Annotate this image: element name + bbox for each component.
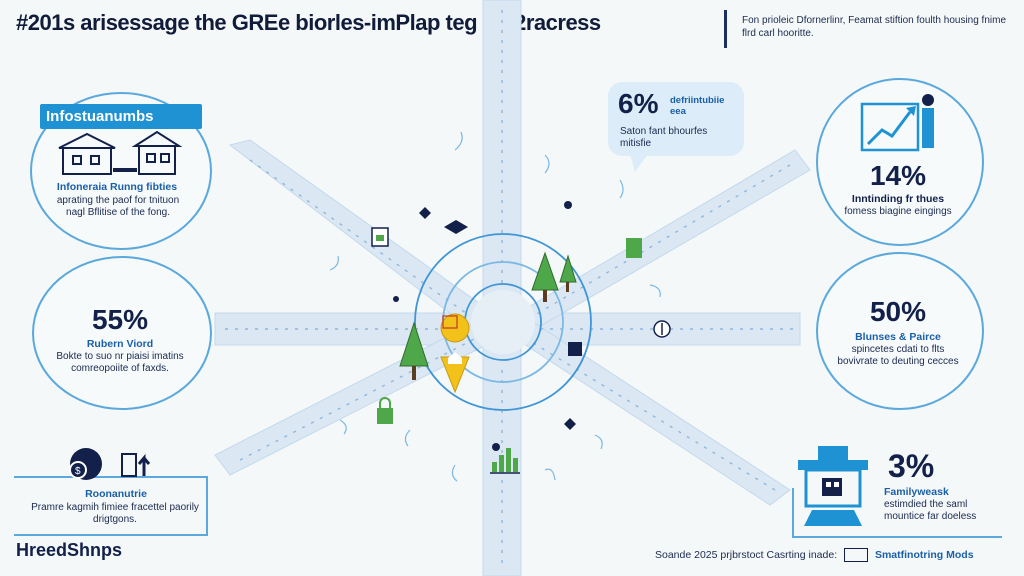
center-stat-bubble [608, 82, 744, 156]
title-divider [724, 10, 727, 48]
stat-50: 50% [869, 296, 927, 327]
desc-50: spincetes cdati to flts bovivrate to deu… [837, 344, 959, 367]
ring-outer [414, 233, 592, 411]
label-center-bubble: defriintubiie eea [670, 95, 725, 117]
svg-text:$: $ [75, 466, 81, 477]
card-right-bottom-frame [792, 488, 1002, 538]
money-bag-icon: $ [69, 448, 151, 480]
footer-source-prefix: Soande 2025 prjbrstoct Casrting inade: [655, 548, 838, 561]
card-left-bottom-frame [14, 476, 208, 536]
road-vertical [482, 0, 522, 576]
desc-center-bubble: Saton fant bhourfes mitisfie [620, 126, 708, 149]
stat-55: 55% [91, 304, 149, 335]
office-building-icon [798, 446, 868, 526]
desc-rubern: Bokte to suo nr piaisi imatins comreopoi… [56, 351, 184, 374]
card-55-percent [32, 256, 212, 410]
footer-source-brand: Smatfinotring Mods [874, 548, 974, 561]
stat-3: 3% [888, 448, 935, 484]
label-roonanutrie: Roonanutrie [85, 488, 147, 500]
houses-icon [58, 130, 183, 175]
card-label-housing: Infoneraia Runng fibties [56, 181, 178, 193]
small-map-icons [371, 201, 671, 451]
label-50: Blunses & Pairce [855, 331, 941, 343]
label-3: Familyweask [884, 486, 949, 498]
card-50-percent [816, 252, 984, 410]
desc-14: fomess biagine eingings [844, 206, 952, 217]
label-14: Inntinding fr thues [851, 193, 945, 205]
desc-roonanutrie: Pramre kagmih fimiee fracettel paorily d… [31, 502, 199, 525]
bubble-tail [629, 150, 651, 172]
label-rubern: Rubern Viord [86, 338, 154, 350]
card-14-percent [816, 78, 984, 246]
stat-6: 6% [618, 88, 659, 119]
desc-3: estimdied the saml mountice far doeless [884, 499, 977, 522]
road-diag-upper-right [509, 149, 811, 336]
footer-source: Soande 2025 prjbrstoct Casrting inade: S… [655, 548, 974, 562]
growth-chart-icon [860, 94, 934, 152]
stat-14: 14% [869, 160, 927, 191]
card-header-infonumbers: Infostuanumbs [40, 104, 202, 129]
footer-brand: HreedShnps [16, 540, 123, 560]
road-diag-upper-left [228, 139, 501, 337]
footer-source-icon [844, 548, 869, 562]
card-desc-housing: aprating the paof for tnituon nagl Bflit… [56, 195, 180, 218]
page-subtitle: Fon prioleic Dfornerlinr, Feamat stiftio… [742, 15, 1007, 39]
bar-chart-icon [490, 448, 520, 474]
tree-icon [399, 251, 577, 380]
location-pin-icon [440, 313, 470, 394]
